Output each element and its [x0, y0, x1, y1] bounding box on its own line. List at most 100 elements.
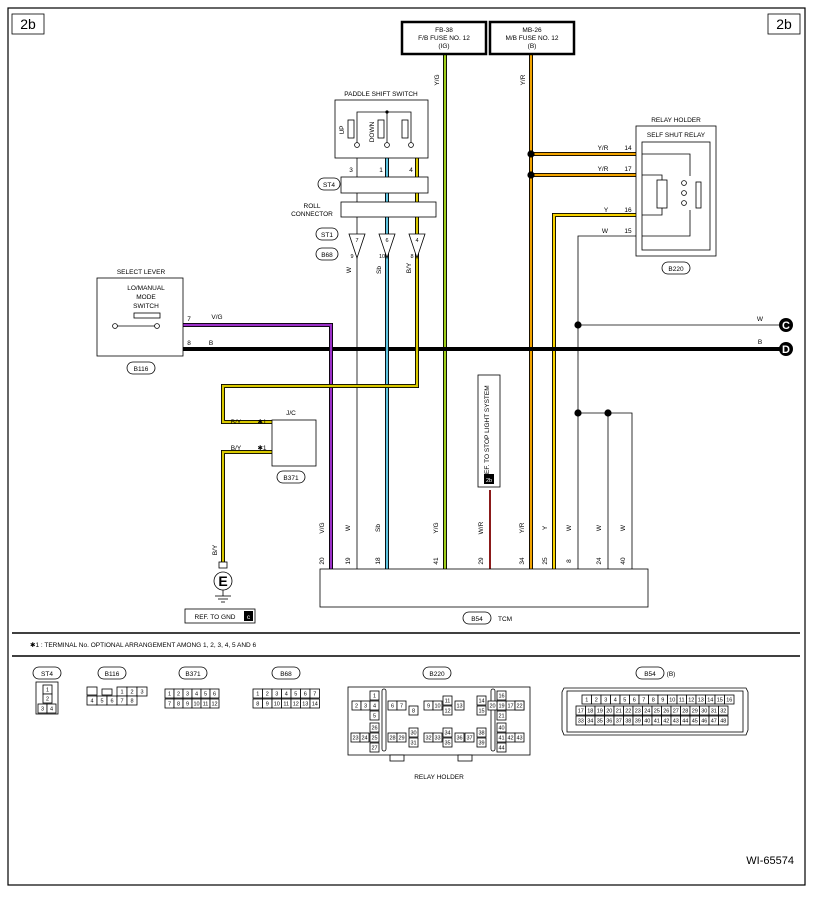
- pin-number: 9: [186, 702, 189, 708]
- wire-label: B: [758, 339, 762, 346]
- wire-label: W: [602, 228, 609, 235]
- pin-number: 48: [720, 719, 726, 725]
- legend-cell: [496, 742, 507, 753]
- pin-label: 41: [433, 557, 440, 565]
- legend-cell: [396, 732, 407, 743]
- wire-label: W: [620, 524, 627, 531]
- pin-number: 4: [614, 698, 617, 704]
- pin-number: 1: [120, 690, 123, 696]
- pin-number: 28: [389, 736, 395, 742]
- svg-text:REF. TO STOP LIGHT SYSTEM: REF. TO STOP LIGHT SYSTEM: [484, 385, 491, 478]
- paddle-down-label: DOWN: [369, 121, 376, 142]
- pin-number: 19: [597, 709, 603, 715]
- paddle-up-label: UP: [339, 125, 346, 134]
- pin-number: 3: [275, 692, 278, 698]
- legend-cell: [442, 705, 453, 716]
- terminal-mark: ✱1: [257, 418, 266, 426]
- pin-label: 16: [624, 207, 632, 214]
- wire-label: B/Y: [212, 544, 219, 555]
- wire-label: B/Y: [231, 419, 242, 426]
- legend-connector-name: B68: [280, 671, 292, 678]
- wire-w-40: [578, 412, 633, 570]
- pin-number: 4: [285, 692, 288, 698]
- pin-number: 36: [456, 736, 462, 742]
- pin-number: 20: [606, 709, 612, 715]
- pin-number: 15: [478, 709, 484, 715]
- legend-connector-tag: [635, 666, 665, 680]
- legend-cell: [476, 695, 487, 706]
- svg-text:E: E: [218, 573, 227, 589]
- wire-label: W: [596, 524, 603, 531]
- pin-number: 2: [130, 690, 133, 696]
- wire-label: B: [209, 340, 213, 347]
- wire-label: Y/R: [598, 166, 609, 173]
- splice-dot: [574, 321, 582, 329]
- pin-number: 39: [478, 741, 484, 747]
- pin-label: 14: [624, 145, 632, 152]
- legend-cell: [396, 700, 407, 711]
- ref-to-gnd: [184, 608, 256, 624]
- pin-label: 24: [596, 557, 603, 565]
- wire-label: Sb: [375, 524, 382, 532]
- pin-label: 29: [478, 557, 485, 565]
- legend-connector-tag: [271, 666, 301, 680]
- pin-number: 8: [256, 702, 259, 708]
- wire-label: W: [345, 524, 352, 531]
- legend-cell: [369, 742, 380, 753]
- pin-number: 12: [211, 702, 217, 708]
- pin-number: 36: [606, 719, 612, 725]
- pin-number: 43: [673, 719, 679, 725]
- legend-cell: [432, 732, 443, 743]
- pin-number: 34: [587, 719, 593, 725]
- legend-connector-name: B116: [105, 671, 120, 678]
- diagram-frame: [7, 7, 806, 886]
- legend-connector-tag: [32, 666, 62, 680]
- svg-text:FB-38: FB-38: [435, 27, 453, 34]
- pin-number: 9: [661, 698, 664, 704]
- legend-cell: [209, 688, 220, 699]
- pin-number: 45: [692, 719, 698, 725]
- legend-connector-name: ST4: [41, 671, 53, 678]
- pin-number: 4: [50, 707, 53, 713]
- b220-tag: [661, 261, 691, 275]
- wire-label: Y/G: [434, 74, 441, 85]
- pin-number: 26: [663, 709, 669, 715]
- pin-number: 17: [507, 704, 513, 710]
- pin-number: 3: [41, 707, 44, 713]
- legend-cell: [464, 732, 475, 743]
- legend-cell: [496, 710, 507, 721]
- fuse-mb26: MB-26 M/B FUSE NO. 12 (B): [488, 20, 576, 56]
- pin-number: 16: [726, 698, 732, 704]
- legend-cell: [476, 705, 487, 716]
- pin-number: 28: [682, 709, 688, 715]
- pin-number: 3: [604, 698, 607, 704]
- pin-number: 4: [90, 699, 93, 705]
- wire-y: [552, 213, 640, 570]
- legend-cell: [42, 693, 53, 704]
- svg-text:7: 7: [355, 238, 358, 244]
- legend-cell: [359, 732, 370, 743]
- legend-cell: [496, 722, 507, 733]
- svg-text:c: c: [247, 614, 251, 621]
- legend-cell: [476, 737, 487, 748]
- pin-number: 2: [595, 698, 598, 704]
- legend-suffix: (B): [667, 671, 676, 678]
- wire-by-1: [221, 150, 419, 424]
- svg-text:8: 8: [410, 254, 413, 260]
- st1-tag: [315, 227, 339, 241]
- paddle-shift-title: PADDLE SHIFT SWITCH: [344, 91, 418, 98]
- pin-number: 25: [654, 709, 660, 715]
- legend-cell: [496, 690, 507, 701]
- pin-label: 7: [187, 316, 191, 323]
- svg-text:MB-26: MB-26: [522, 27, 542, 34]
- pin-number: 42: [663, 719, 669, 725]
- roll-connector: [340, 201, 437, 218]
- pin-number: 22: [625, 709, 631, 715]
- pin-number: 11: [283, 702, 289, 708]
- relay-holder-title: RELAY HOLDER: [651, 117, 701, 124]
- pin-number: 9: [266, 702, 269, 708]
- wire-label: Y/R: [598, 145, 609, 152]
- wire-w-15: [577, 235, 640, 570]
- pin-number: 38: [478, 731, 484, 737]
